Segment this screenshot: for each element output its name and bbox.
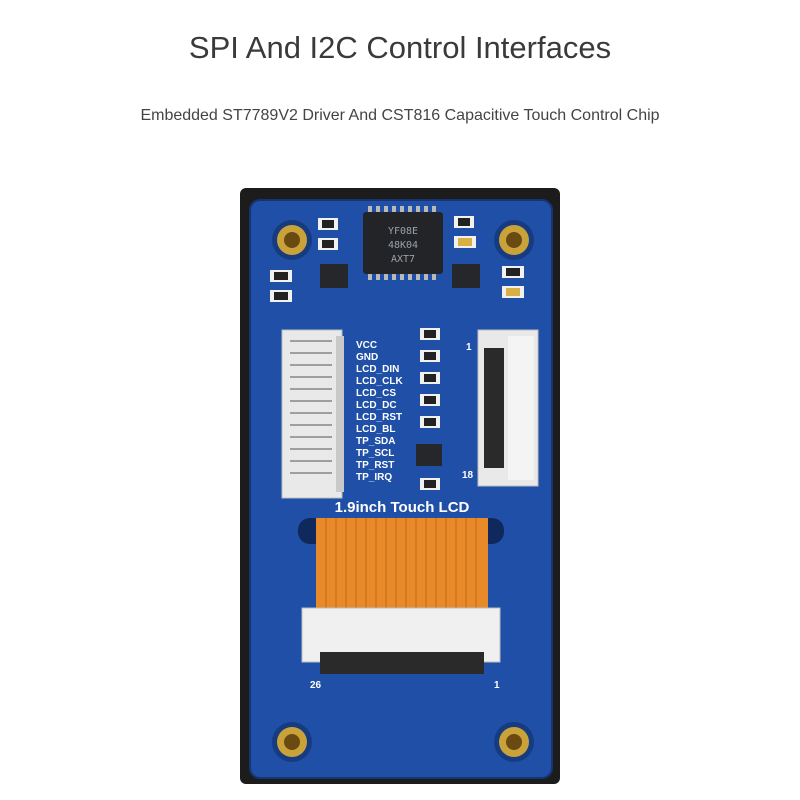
pin-label: VCC: [356, 340, 377, 351]
chip-marking-line-3: AXT7: [391, 254, 415, 265]
touch-controller-chip: YF08E 48K04 AXT7: [363, 206, 443, 280]
mounting-hole-top-left: [272, 220, 312, 260]
pin-label: LCD_RST: [356, 412, 402, 423]
fpc-connector-bottom: 26 1: [301, 607, 501, 691]
smd-components: [270, 216, 524, 490]
pin-header-left: [281, 329, 344, 499]
flex-cable: [316, 518, 488, 614]
page-title: SPI And I2C Control Interfaces: [188, 30, 612, 65]
page-subtitle: Embedded ST7789V2 Driver And CST816 Capa…: [140, 107, 660, 124]
pin-label: TP_SDA: [356, 436, 395, 447]
connector-pin-number: 1: [466, 342, 472, 353]
chip-marking-line-2: 48K04: [388, 240, 418, 251]
fpc-connector-right: 1 18: [462, 329, 539, 487]
pin-label: LCD_BL: [356, 424, 395, 435]
connector-pin-number: 18: [462, 470, 474, 481]
pin-label: GND: [356, 352, 378, 363]
mounting-hole-bottom-right: [494, 722, 534, 762]
pin-label: TP_IRQ: [356, 472, 392, 483]
pin-labels: VCC GND LCD_DIN LCD_CLK LCD_CS LCD_DC LC…: [356, 340, 403, 483]
pin-label: LCD_DIN: [356, 364, 399, 375]
pin-label: LCD_CS: [356, 388, 396, 399]
connector-pin-number: 26: [310, 680, 322, 691]
connector-pin-number: 1: [494, 680, 500, 691]
lcd-module-photo: YF08E 48K04 AXT7: [240, 188, 560, 788]
mounting-hole-top-right: [494, 220, 534, 260]
mounting-hole-bottom-left: [272, 722, 312, 762]
pin-label: LCD_CLK: [356, 376, 403, 387]
pin-label: TP_RST: [356, 460, 394, 471]
product-label: 1.9inch Touch LCD: [335, 499, 470, 516]
pin-label: TP_SCL: [356, 448, 394, 459]
pin-label: LCD_DC: [356, 400, 397, 411]
chip-marking-line-1: YF08E: [388, 226, 418, 237]
